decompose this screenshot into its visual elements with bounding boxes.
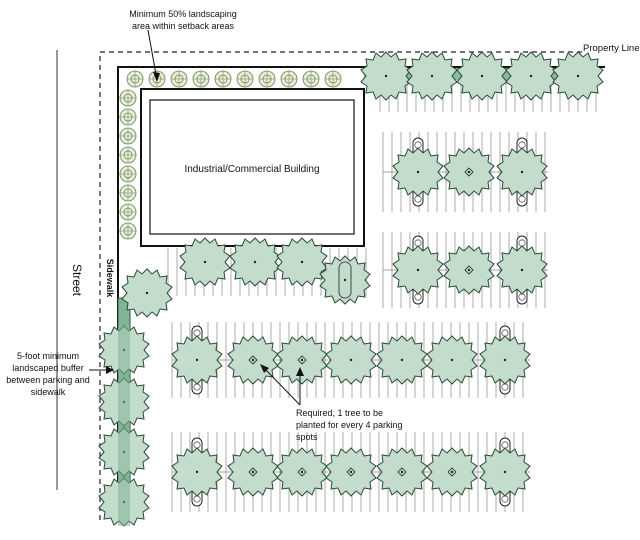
shrub-icon xyxy=(324,70,342,88)
shrub-icon xyxy=(119,203,137,221)
tree-icon xyxy=(392,147,444,197)
required-label-line2: planted for every 4 parking xyxy=(296,420,403,430)
tree-icon xyxy=(276,335,328,385)
tree-icon xyxy=(552,51,604,101)
shrub-icon xyxy=(119,127,137,145)
tree-icon xyxy=(171,447,223,497)
shrub-icon xyxy=(119,146,137,164)
tree-icon xyxy=(179,237,231,287)
tree-marker xyxy=(297,467,307,477)
tree-icon xyxy=(505,51,557,101)
tree-marker xyxy=(464,265,474,275)
shrub-icon xyxy=(119,108,137,126)
shrub-icon xyxy=(126,70,144,88)
tree-icon xyxy=(496,245,548,295)
buffer-label-line3: between parking and xyxy=(6,375,90,385)
shrub-icon xyxy=(258,70,276,88)
tree-icon xyxy=(426,447,478,497)
tree-icon xyxy=(121,268,173,318)
shrub-icon xyxy=(119,89,137,107)
tree-icon xyxy=(479,335,531,385)
sidewalk-label: Sidewalk xyxy=(105,259,115,299)
tree-marker xyxy=(248,355,258,365)
tree-marker xyxy=(297,355,307,365)
shrub-icon xyxy=(236,70,254,88)
tree-icon xyxy=(276,447,328,497)
tree-icon xyxy=(479,447,531,497)
tree-icon xyxy=(496,147,548,197)
buffer-strip-segment xyxy=(118,378,130,426)
tree-icon xyxy=(227,335,279,385)
tree-marker xyxy=(397,467,407,477)
shrub-icon xyxy=(302,70,320,88)
tree-icon xyxy=(443,147,495,197)
tree-icon xyxy=(406,51,458,101)
shrub-icon xyxy=(214,70,232,88)
setback-label-line2: area within setback areas xyxy=(132,21,235,31)
buffer-strip-segment xyxy=(118,428,130,476)
tree-icon xyxy=(376,335,428,385)
shrub-icon xyxy=(119,165,137,183)
shrub-icon xyxy=(192,70,210,88)
tree-marker xyxy=(346,467,356,477)
property-line-label: Property Line xyxy=(583,43,640,54)
buffer-label-line4: sidewalk xyxy=(31,387,66,397)
buffer-label-line1: 5-foot minimum xyxy=(17,351,79,361)
tree-marker xyxy=(248,467,258,477)
tree-icon xyxy=(171,335,223,385)
tree-well xyxy=(338,261,352,299)
tree-icon xyxy=(376,447,428,497)
building xyxy=(140,88,365,247)
tree-icon xyxy=(443,245,495,295)
building-label: Industrial/Commercial Building xyxy=(184,164,319,175)
tree-icon xyxy=(392,245,444,295)
required-label-line3: spots xyxy=(296,432,318,442)
shrub-icon xyxy=(170,70,188,88)
tree-icon xyxy=(360,51,412,101)
parking-trees xyxy=(98,51,604,527)
leader-lines xyxy=(89,29,301,406)
tree-marker xyxy=(464,167,474,177)
tree-icon xyxy=(456,51,508,101)
buffer-strip-segment xyxy=(118,478,130,526)
tree-marker xyxy=(447,467,457,477)
arrowheads xyxy=(106,72,304,376)
property-line xyxy=(99,51,585,520)
setback-label-line1: Minimum 50% landscaping xyxy=(129,9,237,19)
tree-icon xyxy=(227,447,279,497)
tree-icon xyxy=(325,447,377,497)
tree-icon xyxy=(276,237,328,287)
buffer-label-line2: landscaped buffer xyxy=(12,363,83,373)
buffer-strip-segment xyxy=(118,326,130,374)
shrub-icon xyxy=(119,222,137,240)
shrub-icon xyxy=(119,184,137,202)
tree-icon xyxy=(426,335,478,385)
street-label: Street xyxy=(70,264,84,297)
tree-icon xyxy=(229,237,281,287)
required-label-line1: Required, 1 tree to be xyxy=(296,408,383,418)
tree-icon xyxy=(319,255,371,305)
shrub-icon xyxy=(280,70,298,88)
tree-icon xyxy=(325,335,377,385)
